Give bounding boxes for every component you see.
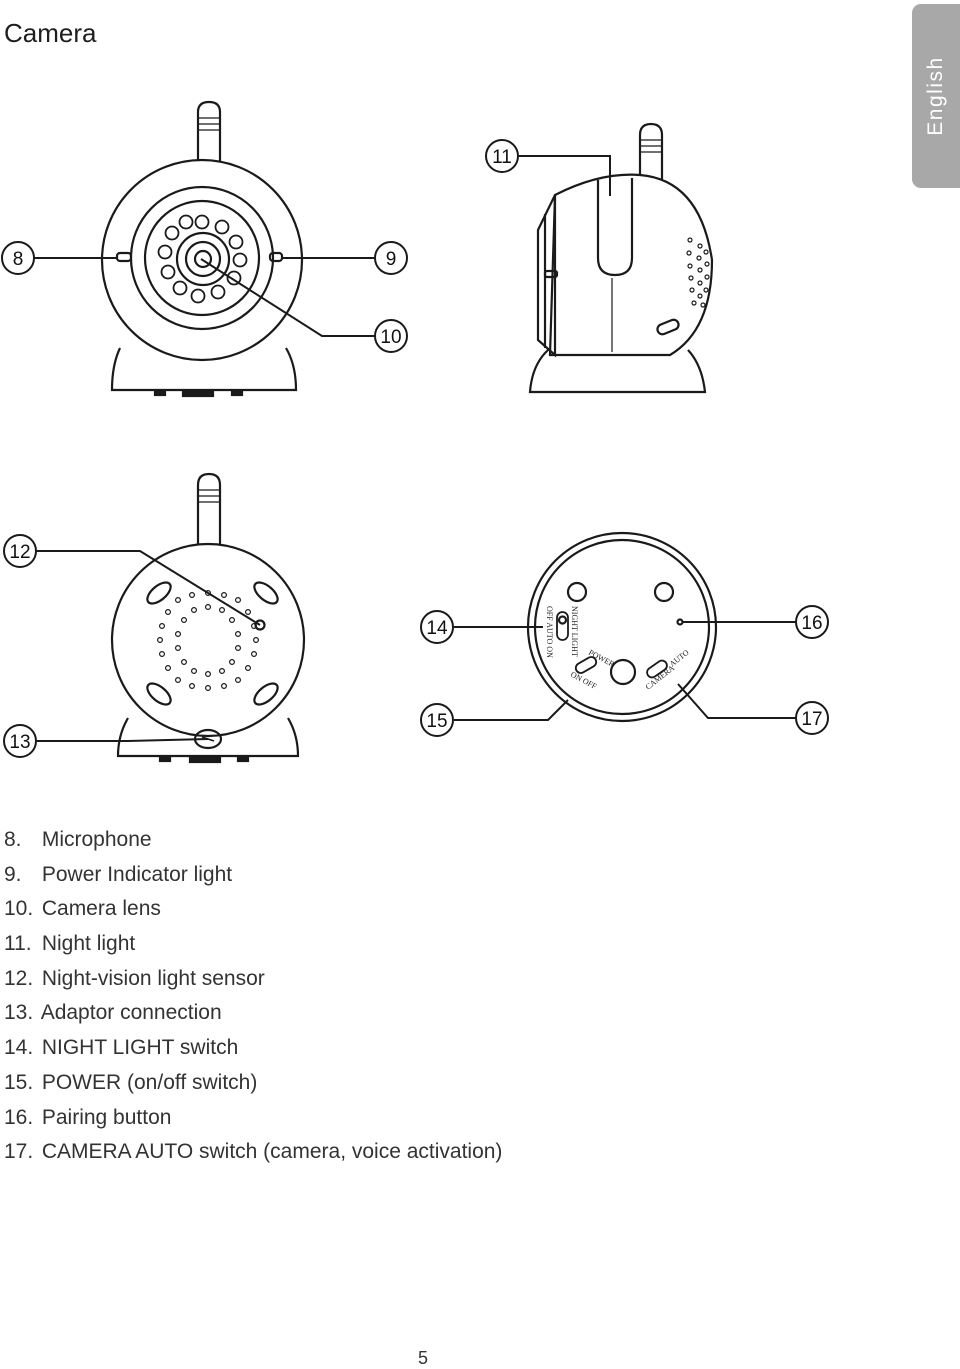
callout-9: 9 xyxy=(386,249,397,270)
callout-17: 17 xyxy=(801,709,822,730)
legend-item: 15. POWER (on/off switch) xyxy=(4,1070,258,1094)
callout-8: 8 xyxy=(13,249,24,270)
legend-item: 10. Camera lens xyxy=(4,897,161,921)
callout-10: 10 xyxy=(380,327,401,348)
legend-item: 16. Pairing button xyxy=(4,1105,172,1129)
night-light-switch-label: NIGHT LIGHT xyxy=(570,606,579,657)
legend-item: 9. Power Indicator light xyxy=(4,862,233,886)
night-light-positions-label: OFF AUTO ON xyxy=(545,606,554,658)
page-title: Camera xyxy=(4,18,97,48)
callout-14: 14 xyxy=(426,618,448,639)
bottom-view-camera xyxy=(526,531,718,723)
legend-item: 13. Adaptor connection xyxy=(4,1001,222,1025)
legend-item: 14. NIGHT LIGHT switch xyxy=(4,1036,239,1060)
callout-16: 16 xyxy=(801,613,822,634)
legend-item: 12. Night-vision light sensor xyxy=(4,966,265,990)
legend-item: 17. CAMERA AUTO switch (camera, voice ac… xyxy=(4,1140,503,1164)
side-view-camera xyxy=(528,122,714,394)
legend-item: 8. Microphone xyxy=(4,828,152,851)
page-number: 5 xyxy=(418,1348,429,1368)
parts-legend: 8. Microphone 9. Power Indicator light 1… xyxy=(4,826,502,1173)
callout-12: 12 xyxy=(9,542,30,563)
camera-diagram: 8 9 10 11 12 13 14 15 16 17 NIGHT LIGHT … xyxy=(1,100,829,764)
front-view-camera xyxy=(100,100,304,398)
callout-15: 15 xyxy=(426,711,447,732)
legend-item: 11. Night light xyxy=(4,932,136,956)
callout-11: 11 xyxy=(492,147,512,168)
language-tab[interactable]: English xyxy=(912,4,960,188)
callout-13: 13 xyxy=(9,732,30,753)
back-view-camera xyxy=(110,472,306,764)
